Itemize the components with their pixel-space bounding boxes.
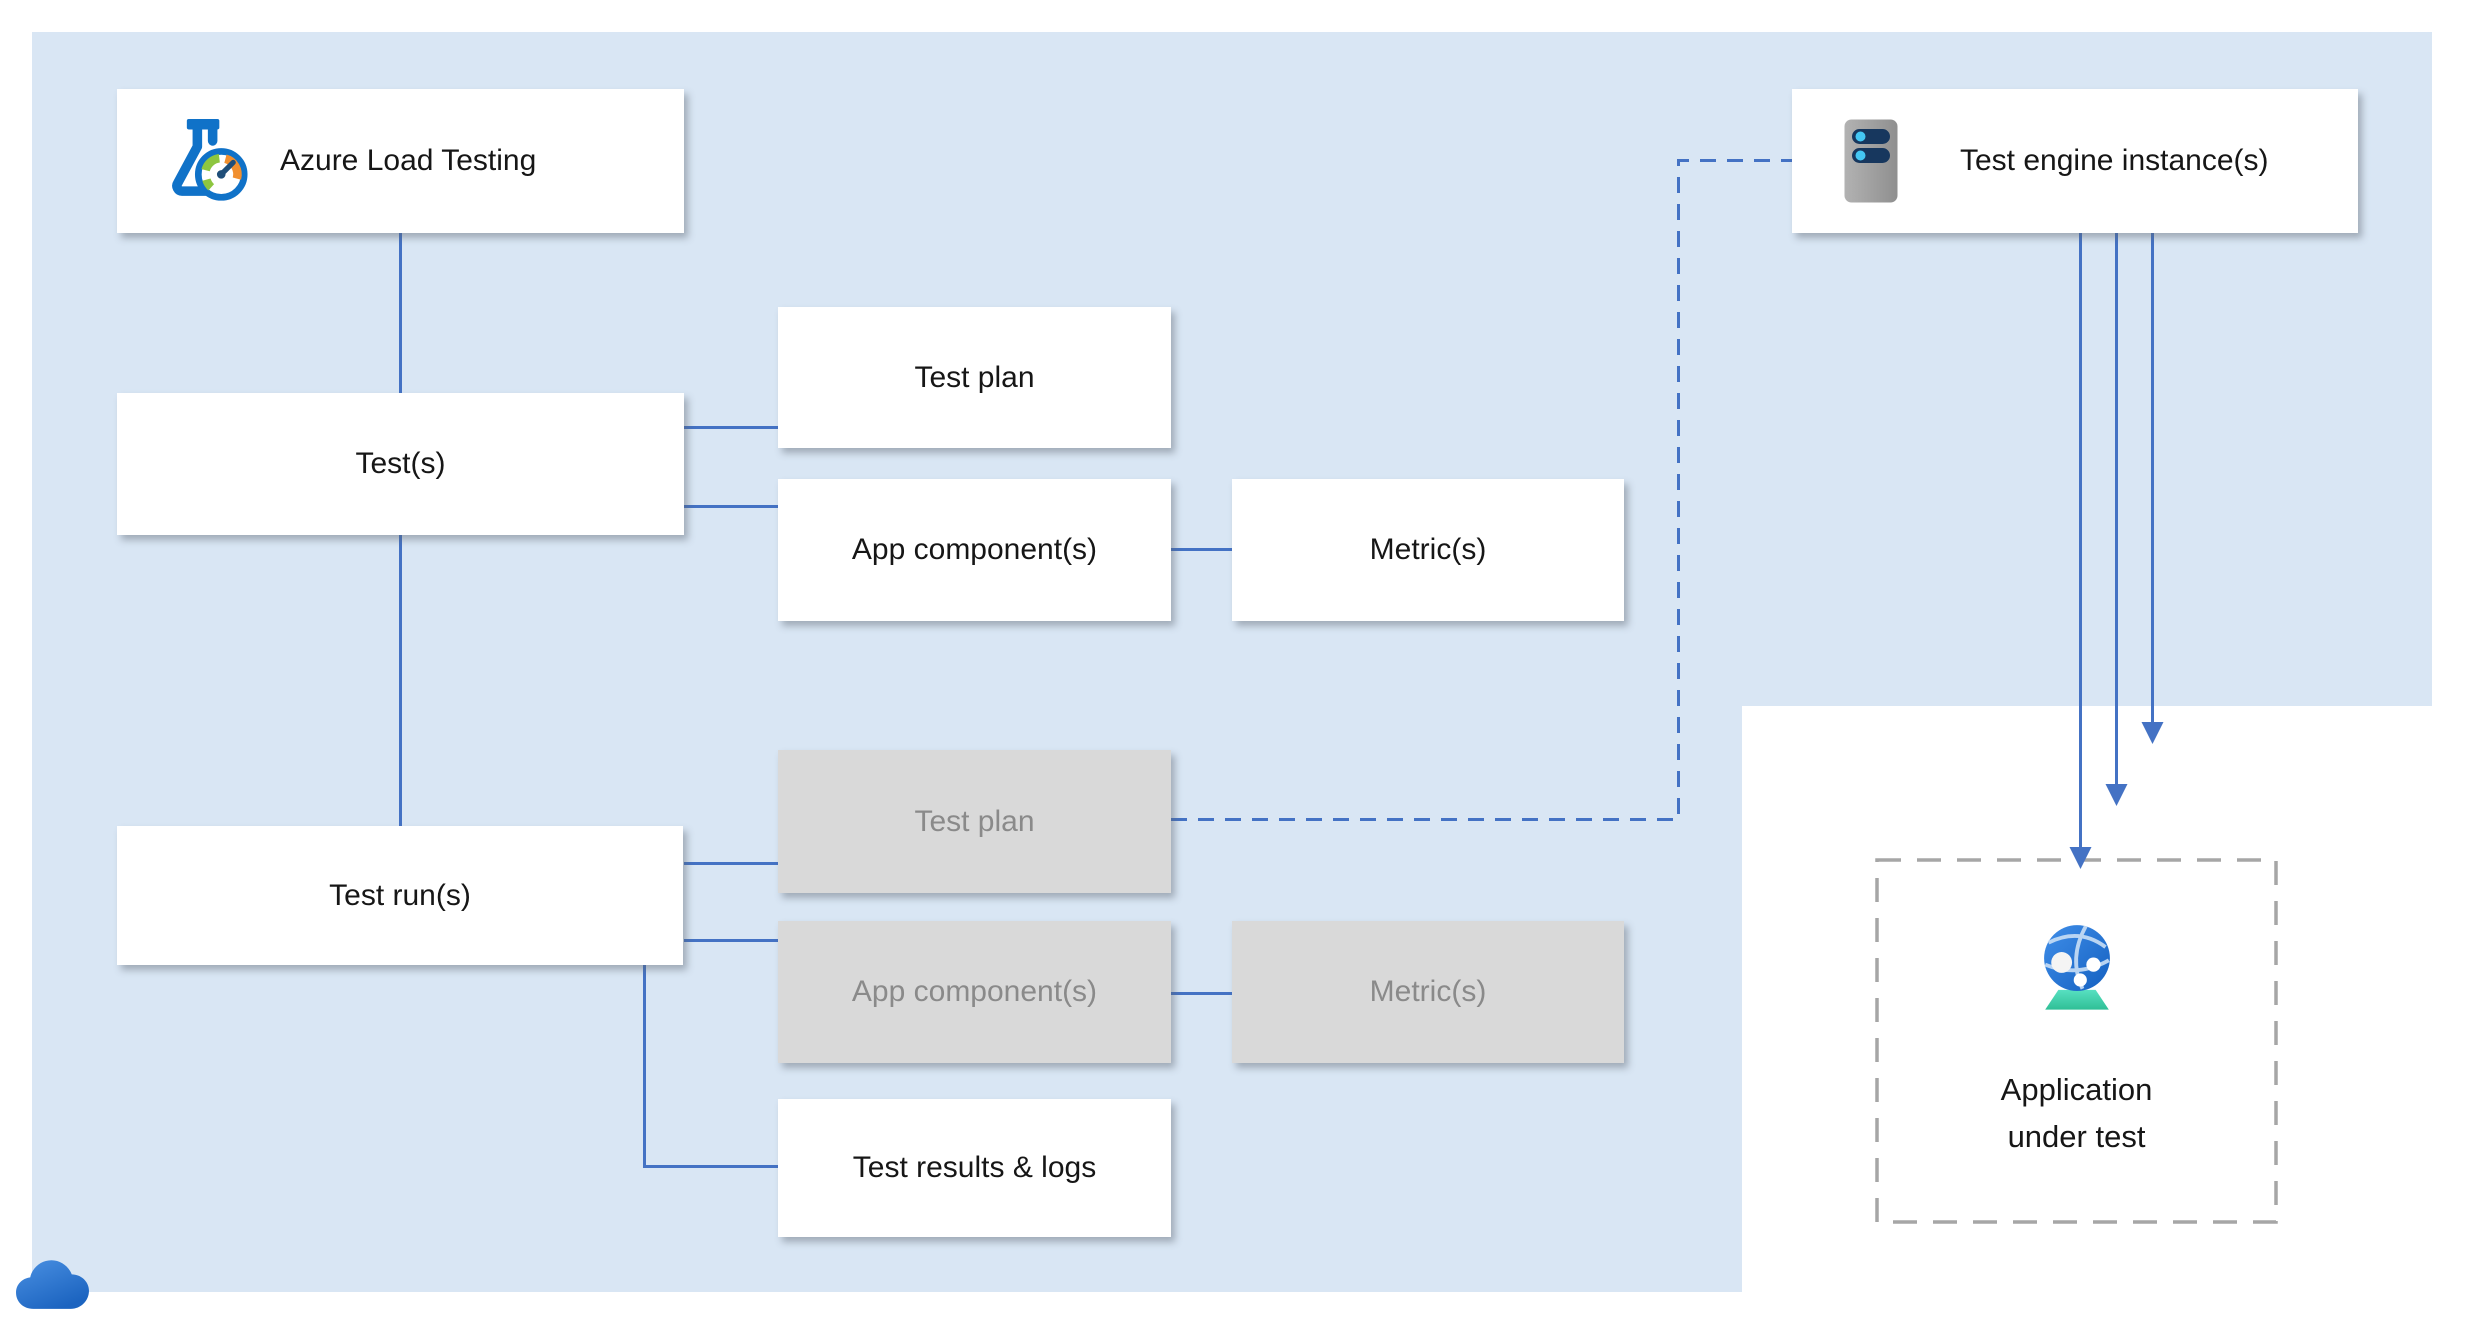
node-azure-load-testing-label: Azure Load Testing (280, 144, 537, 177)
load-testing-flask-icon (172, 118, 248, 201)
application-label-line1: Application (2000, 1072, 2153, 1107)
cloud-icon (16, 1260, 89, 1309)
node-tests: Test(s) (117, 393, 684, 535)
node-metrics-label: Metric(s) (1369, 533, 1487, 566)
node-test-runs: Test run(s) (117, 826, 683, 965)
node-test-results: Test results & logs (778, 1099, 1171, 1237)
web-app-globe-icon (2043, 925, 2110, 1010)
node-app-components: App component(s) (778, 479, 1171, 621)
node-run-metrics-label: Metric(s) (1369, 975, 1487, 1008)
globe-stand (2044, 989, 2109, 1010)
node-test-runs-label: Test run(s) (329, 878, 471, 912)
node-run-app-components: App component(s) (778, 921, 1171, 1063)
node-application-under-test-label: Application under test (1877, 1066, 2276, 1160)
node-application-under-test: Application under test (1877, 860, 2276, 1222)
arrow-engine-to-application-1 (2069, 233, 2092, 869)
node-test-results-label: Test results & logs (852, 1151, 1097, 1184)
node-test-plan-label: Test plan (914, 360, 1035, 394)
node-run-app-components-label: App component(s) (851, 975, 1098, 1008)
node-run-test-plan: Test plan (778, 750, 1171, 893)
dashed-connector-run-testplan-to-engine (1171, 159, 1792, 821)
node-run-test-plan-label: Test plan (914, 804, 1035, 838)
node-azure-load-testing: Azure Load Testing (117, 89, 684, 233)
node-test-plan: Test plan (778, 307, 1171, 448)
node-metrics: Metric(s) (1232, 479, 1624, 621)
node-tests-label: Test(s) (355, 447, 446, 480)
node-test-engine: Test engine instance(s) (1792, 89, 2358, 233)
arrow-engine-to-application-3 (2141, 233, 2164, 744)
connector-testruns-to-testresults (643, 965, 778, 1168)
node-run-metrics: Metric(s) (1232, 921, 1624, 1063)
application-under-test-dashed-border (1875, 858, 2278, 1224)
application-label-line2: under test (2007, 1119, 2146, 1154)
node-test-engine-label: Test engine instance(s) (1960, 144, 2269, 177)
external-environment-area (1742, 706, 2465, 1338)
node-app-components-label: App component(s) (851, 533, 1098, 566)
server-icon (1844, 119, 1898, 203)
arrow-engine-to-application-2 (2105, 233, 2128, 806)
